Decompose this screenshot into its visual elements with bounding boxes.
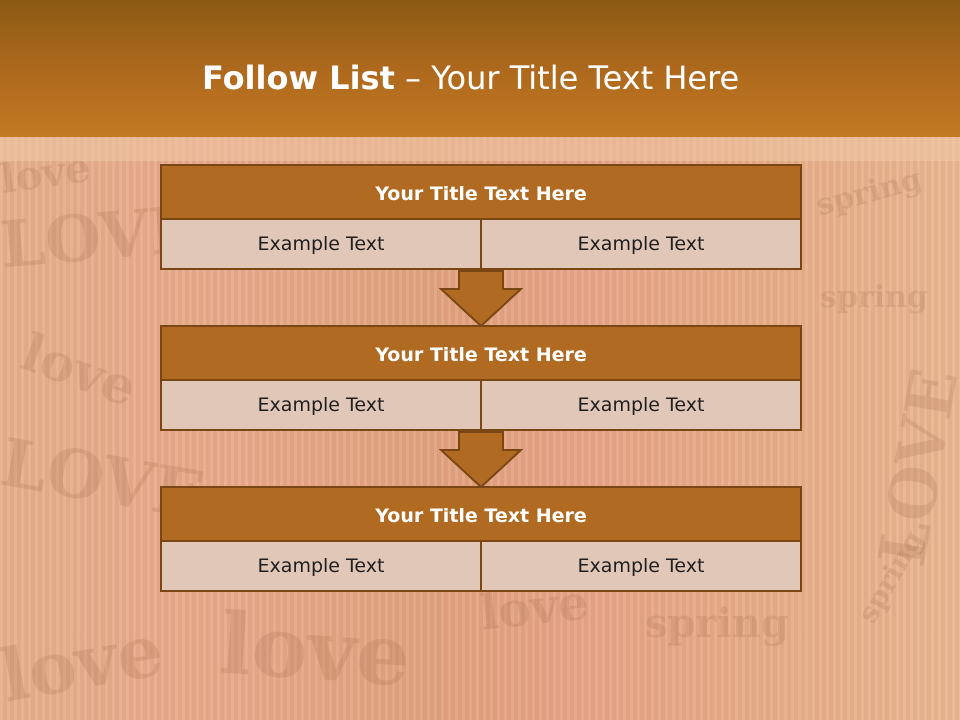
- step-cell-right[interactable]: Example Text: [482, 542, 802, 592]
- step-cell-left[interactable]: Example Text: [160, 220, 482, 270]
- down-arrow-icon: [439, 270, 523, 328]
- step-row: Example Text Example Text: [160, 542, 802, 592]
- step-cell-right[interactable]: Example Text: [482, 220, 802, 270]
- step-cell-left[interactable]: Example Text: [160, 542, 482, 592]
- step-row: Example Text Example Text: [160, 220, 802, 270]
- step-cell-right[interactable]: Example Text: [482, 381, 802, 431]
- step-row: Example Text Example Text: [160, 381, 802, 431]
- title-header-bar: [0, 0, 960, 137]
- background-word: love: [13, 321, 145, 420]
- down-arrow-icon: [439, 431, 523, 489]
- slide-title[interactable]: Follow List – Your Title Text Here: [202, 56, 739, 100]
- background-word: love: [216, 593, 414, 706]
- background-word: spring: [645, 600, 789, 647]
- step-title[interactable]: Your Title Text Here: [160, 486, 802, 542]
- background-word: spring: [820, 280, 928, 315]
- step-title[interactable]: Your Title Text Here: [160, 164, 802, 220]
- step-box-1[interactable]: Your Title Text Here Example Text Exampl…: [160, 164, 802, 270]
- header-band: [0, 137, 960, 161]
- step-title[interactable]: Your Title Text Here: [160, 325, 802, 381]
- step-box-3[interactable]: Your Title Text Here Example Text Exampl…: [160, 486, 802, 592]
- step-cell-left[interactable]: Example Text: [160, 381, 482, 431]
- background-word: spring: [812, 161, 926, 224]
- slide-title-rest: – Your Title Text Here: [394, 59, 740, 97]
- background-word: love: [0, 606, 170, 719]
- step-box-2[interactable]: Your Title Text Here Example Text Exampl…: [160, 325, 802, 431]
- slide-title-bold: Follow List: [202, 59, 395, 97]
